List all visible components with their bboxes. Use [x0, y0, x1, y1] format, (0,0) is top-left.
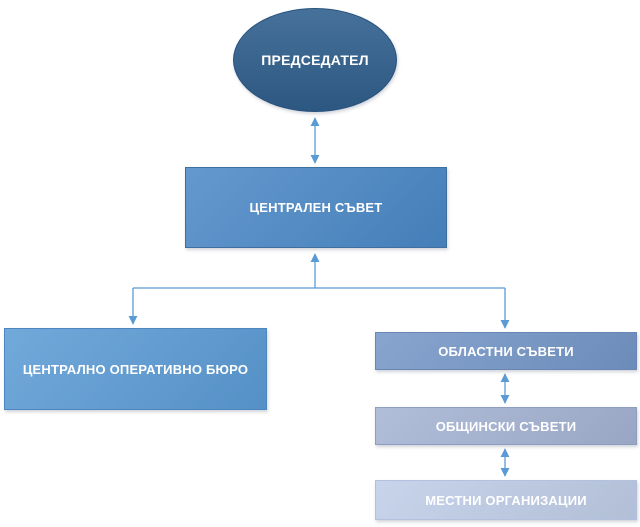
node-central-council: ЦЕНТРАЛЕН СЪВЕТ [185, 167, 447, 248]
node-label-central-operative-bureau: ЦЕНТРАЛНО ОПЕРАТИВНО БЮРО [22, 361, 249, 377]
node-local-organizations: МЕСТНИ ОРГАНИЗАЦИИ [375, 480, 637, 520]
node-municipal-councils: ОБЩИНСКИ СЪВЕТИ [375, 407, 637, 445]
node-regional-councils: ОБЛАСТНИ СЪВЕТИ [375, 332, 637, 370]
node-label-municipal-councils: ОБЩИНСКИ СЪВЕТИ [435, 418, 577, 434]
node-chairman: ПРЕДСЕДАТЕЛ [233, 8, 397, 112]
node-central-operative-bureau: ЦЕНТРАЛНО ОПЕРАТИВНО БЮРО [4, 328, 267, 410]
node-label-chairman: ПРЕДСЕДАТЕЛ [261, 52, 369, 68]
node-label-local-organizations: МЕСТНИ ОРГАНИЗАЦИИ [425, 492, 587, 508]
node-label-regional-councils: ОБЛАСТНИ СЪВЕТИ [438, 343, 574, 359]
node-label-central-council: ЦЕНТРАЛЕН СЪВЕТ [249, 200, 383, 215]
